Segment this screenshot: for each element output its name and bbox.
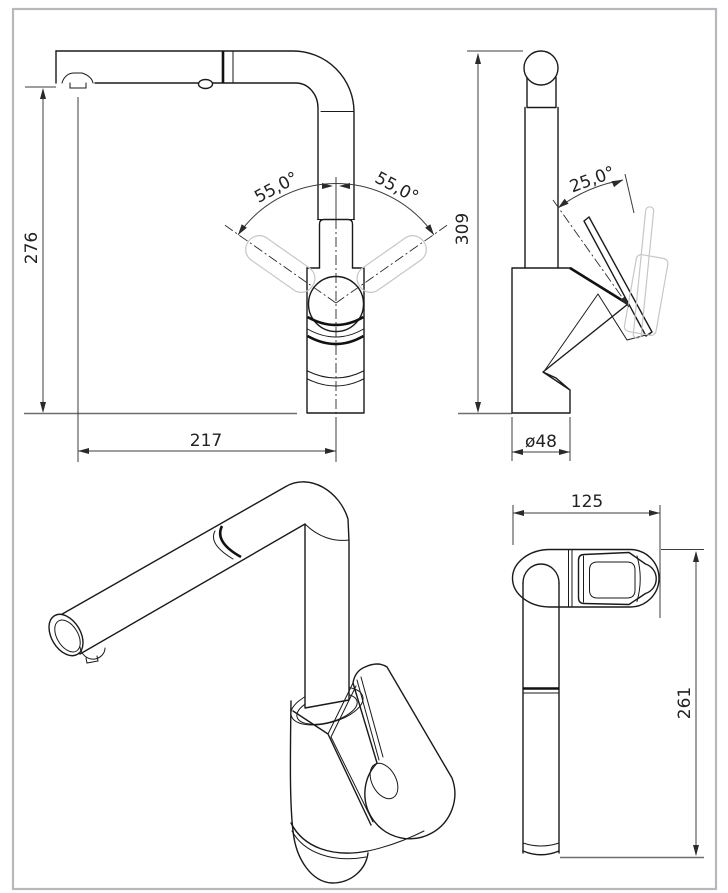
lever-axis bbox=[552, 199, 630, 308]
ghost-lever bbox=[632, 206, 655, 339]
plan-view: 125 261 bbox=[511, 492, 704, 859]
dim-label-base-diameter: ø48 bbox=[525, 432, 557, 452]
ghost-handle-left bbox=[245, 235, 316, 293]
dim-label-side-height: 309 bbox=[453, 213, 473, 245]
dim-label-swivel-right: 55,0° bbox=[371, 168, 421, 207]
handle-iso bbox=[352, 663, 456, 840]
isometric-view bbox=[48, 481, 456, 884]
plan-body bbox=[511, 548, 660, 608]
dim-label-lever-angle: 25,0° bbox=[567, 163, 617, 198]
spout-tube bbox=[56, 481, 350, 709]
dim-label-front-height: 276 bbox=[22, 232, 42, 264]
ghost-lever-base bbox=[623, 254, 669, 337]
aerator-outline bbox=[61, 72, 94, 84]
dim-label-front-reach: 217 bbox=[190, 431, 222, 451]
front-view: 55,0° 55,0° 276 217 bbox=[22, 50, 448, 462]
dim-label-plan-depth: 261 bbox=[675, 687, 695, 719]
swivel-arc bbox=[237, 183, 435, 236]
plan-spout bbox=[522, 582, 560, 854]
spray-button bbox=[197, 78, 214, 90]
aerator-slot bbox=[69, 82, 87, 89]
pullout-joint-iso bbox=[218, 525, 242, 559]
sheet-border bbox=[11, 7, 718, 891]
spout-outlet bbox=[48, 613, 84, 657]
swivel-axis-left bbox=[224, 224, 337, 304]
dim-label-plan-width: 125 bbox=[571, 492, 603, 512]
dim-label-swivel-left: 55,0° bbox=[251, 168, 301, 207]
ghost-handle-right bbox=[356, 235, 427, 293]
lever-solid bbox=[583, 216, 653, 337]
handle-boss bbox=[369, 762, 399, 800]
spout-end bbox=[523, 50, 559, 86]
side-view: 25,0° 309 ø48 bbox=[453, 50, 669, 461]
aerator-iso bbox=[79, 646, 106, 664]
swivel-axis-right bbox=[335, 224, 448, 304]
plan-handle bbox=[577, 551, 657, 606]
